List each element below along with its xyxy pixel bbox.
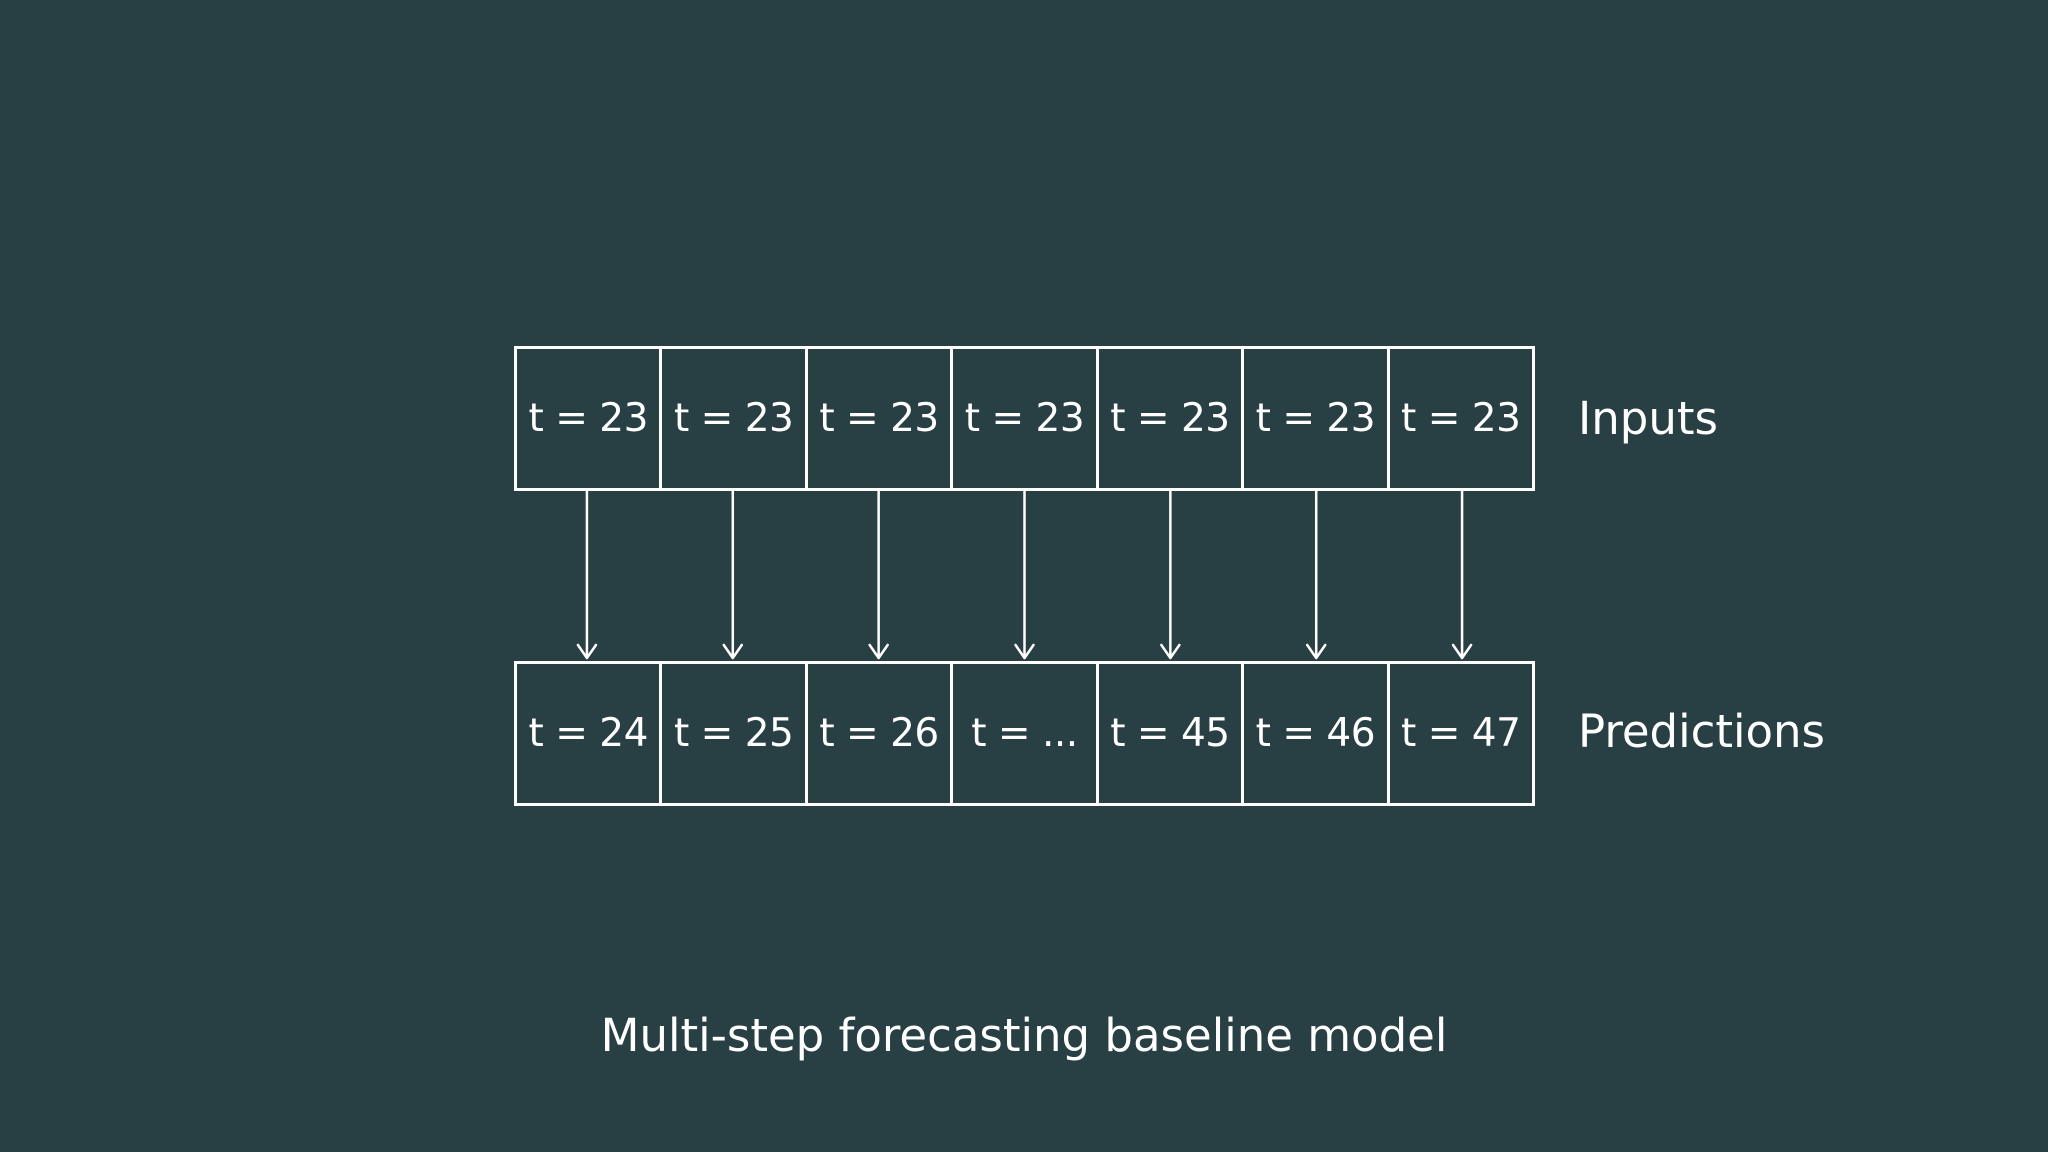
input-cell: t = 23 (659, 349, 804, 488)
arrow-head (1305, 643, 1327, 660)
prediction-cell: t = 25 (659, 664, 804, 803)
prediction-cell: t = 45 (1095, 664, 1241, 803)
prediction-cell: t = ... (950, 664, 1095, 803)
inputs-label: Inputs (1578, 392, 1718, 445)
input-cell: t = 23 (528, 396, 649, 441)
arrow-head (1014, 643, 1035, 660)
arrow-4 (1014, 491, 1035, 660)
input-cell: t = 23 (1241, 349, 1386, 488)
arrow-7 (1451, 491, 1473, 660)
arrow-6 (1305, 491, 1327, 660)
arrow-head (1160, 643, 1181, 660)
input-cell: t = 23 (1386, 349, 1532, 488)
arrow-head (1451, 643, 1473, 660)
predictions-row: t = 24 t = 25 t = 26 t = ... t = 45 t = … (514, 661, 1535, 806)
arrow-3 (868, 491, 889, 660)
input-cell: t = 23 (1095, 349, 1241, 488)
input-cell: t = 23 (804, 349, 950, 488)
prediction-cell: t = 24 (528, 711, 649, 756)
diagram-caption: Multi-step forecasting baseline model (600, 1009, 1448, 1062)
arrow-5 (1160, 491, 1181, 660)
inputs-row: t = 23 t = 23 t = 23 t = 23 t = 23 t = 2… (514, 346, 1535, 491)
prediction-cell: t = 46 (1241, 664, 1386, 803)
arrow-head (722, 643, 744, 660)
arrow-2 (722, 491, 744, 660)
predictions-label: Predictions (1578, 705, 1825, 758)
arrow-head (868, 643, 889, 660)
prediction-cell: t = 26 (804, 664, 950, 803)
arrow-head (576, 643, 598, 660)
prediction-cell: t = 47 (1386, 664, 1532, 803)
input-cell: t = 23 (950, 349, 1095, 488)
arrow-1 (576, 491, 598, 660)
